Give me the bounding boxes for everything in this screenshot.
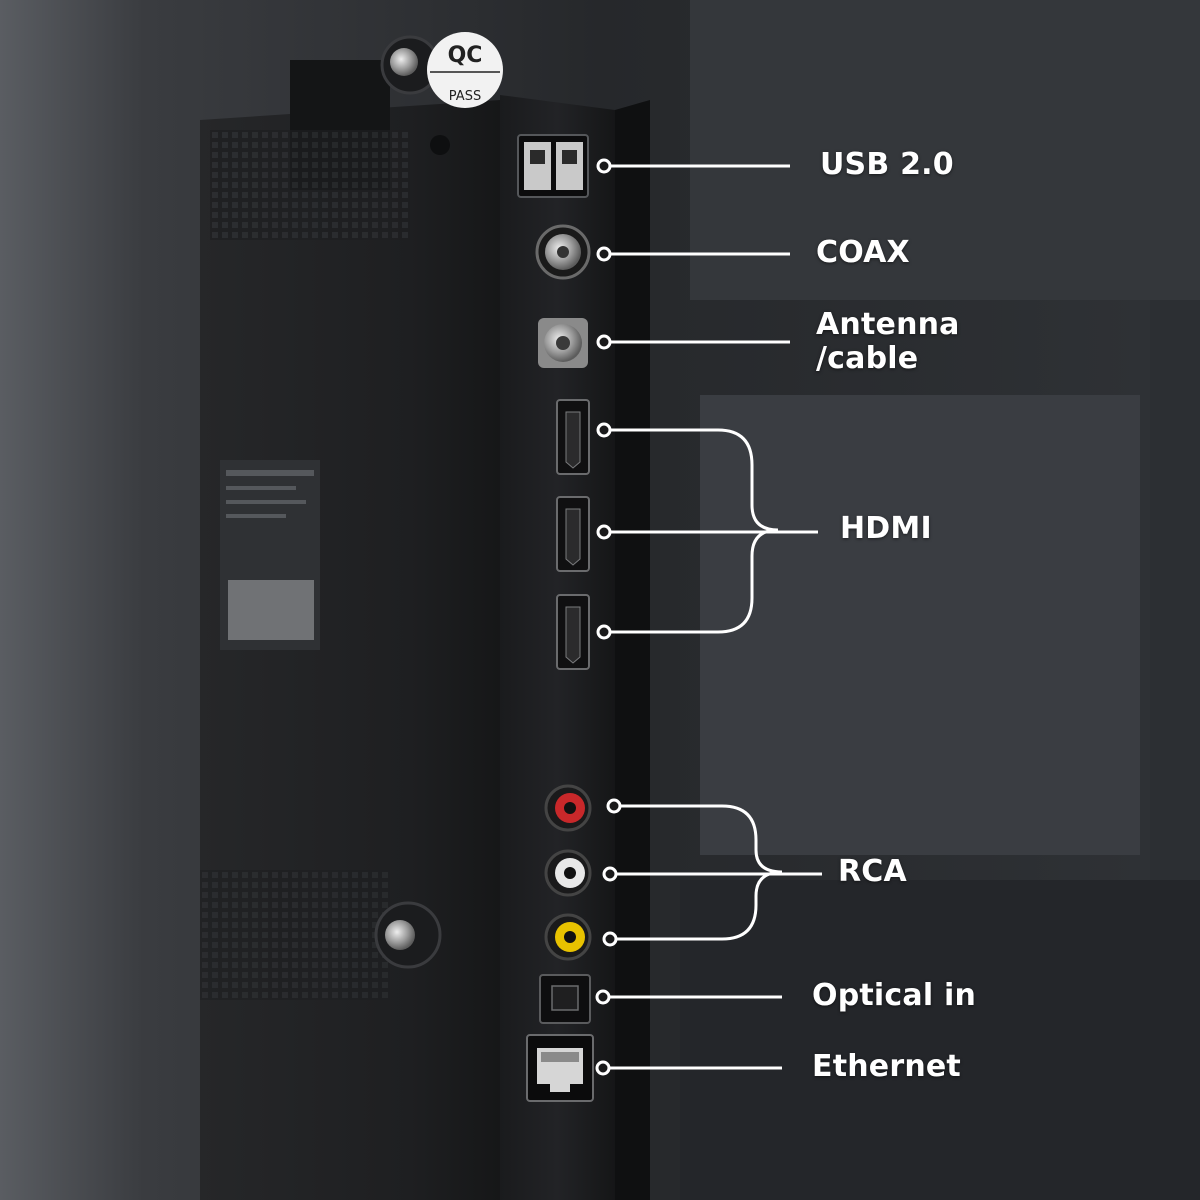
label-usb: USB 2.0	[820, 147, 954, 182]
mount-screw-bottom	[374, 901, 442, 969]
label-antenna-cable: Antenna /cable	[816, 308, 960, 376]
qc-text: QC	[448, 43, 483, 68]
label-coax: COAX	[816, 235, 910, 270]
strip-edge	[615, 100, 650, 1200]
callout-lines	[603, 164, 822, 1070]
callout-hdmi-top	[604, 428, 779, 532]
hdmi-port-1	[556, 399, 590, 475]
hdmi-port-2	[556, 496, 590, 572]
label-antenna: Antenna	[816, 307, 960, 342]
coax-port-icon	[535, 224, 591, 280]
bottom-vent	[200, 870, 390, 1000]
top-vent	[210, 130, 410, 240]
ethernet-port-icon	[526, 1034, 594, 1102]
right-panel-middle	[700, 395, 1140, 855]
antenna-port-icon	[538, 318, 588, 368]
right-panel-top	[690, 0, 1200, 300]
rca-jack-red	[544, 784, 592, 832]
callout-dots	[595, 158, 622, 1076]
label-rca: RCA	[838, 854, 907, 889]
rca-jack-yellow	[544, 913, 592, 961]
right-panel-bottom	[680, 880, 1200, 1200]
pass-text: PASS	[449, 89, 481, 104]
qc-pass-sticker: QC PASS	[427, 32, 503, 108]
hdmi-port-3	[556, 594, 590, 670]
usb-port-icon	[517, 134, 589, 198]
callout-rca-top	[614, 804, 783, 874]
rca-jack-white	[544, 849, 592, 897]
optical-port-icon	[539, 974, 591, 1024]
mount-screw-top	[380, 35, 440, 95]
label-cable: /cable	[816, 341, 919, 376]
label-hdmi: HDMI	[840, 511, 932, 546]
label-ethernet: Ethernet	[812, 1049, 961, 1084]
label-optical-in: Optical in	[812, 978, 976, 1013]
callout-rca-bottom	[610, 870, 783, 941]
callout-hdmi-bottom	[604, 528, 779, 634]
